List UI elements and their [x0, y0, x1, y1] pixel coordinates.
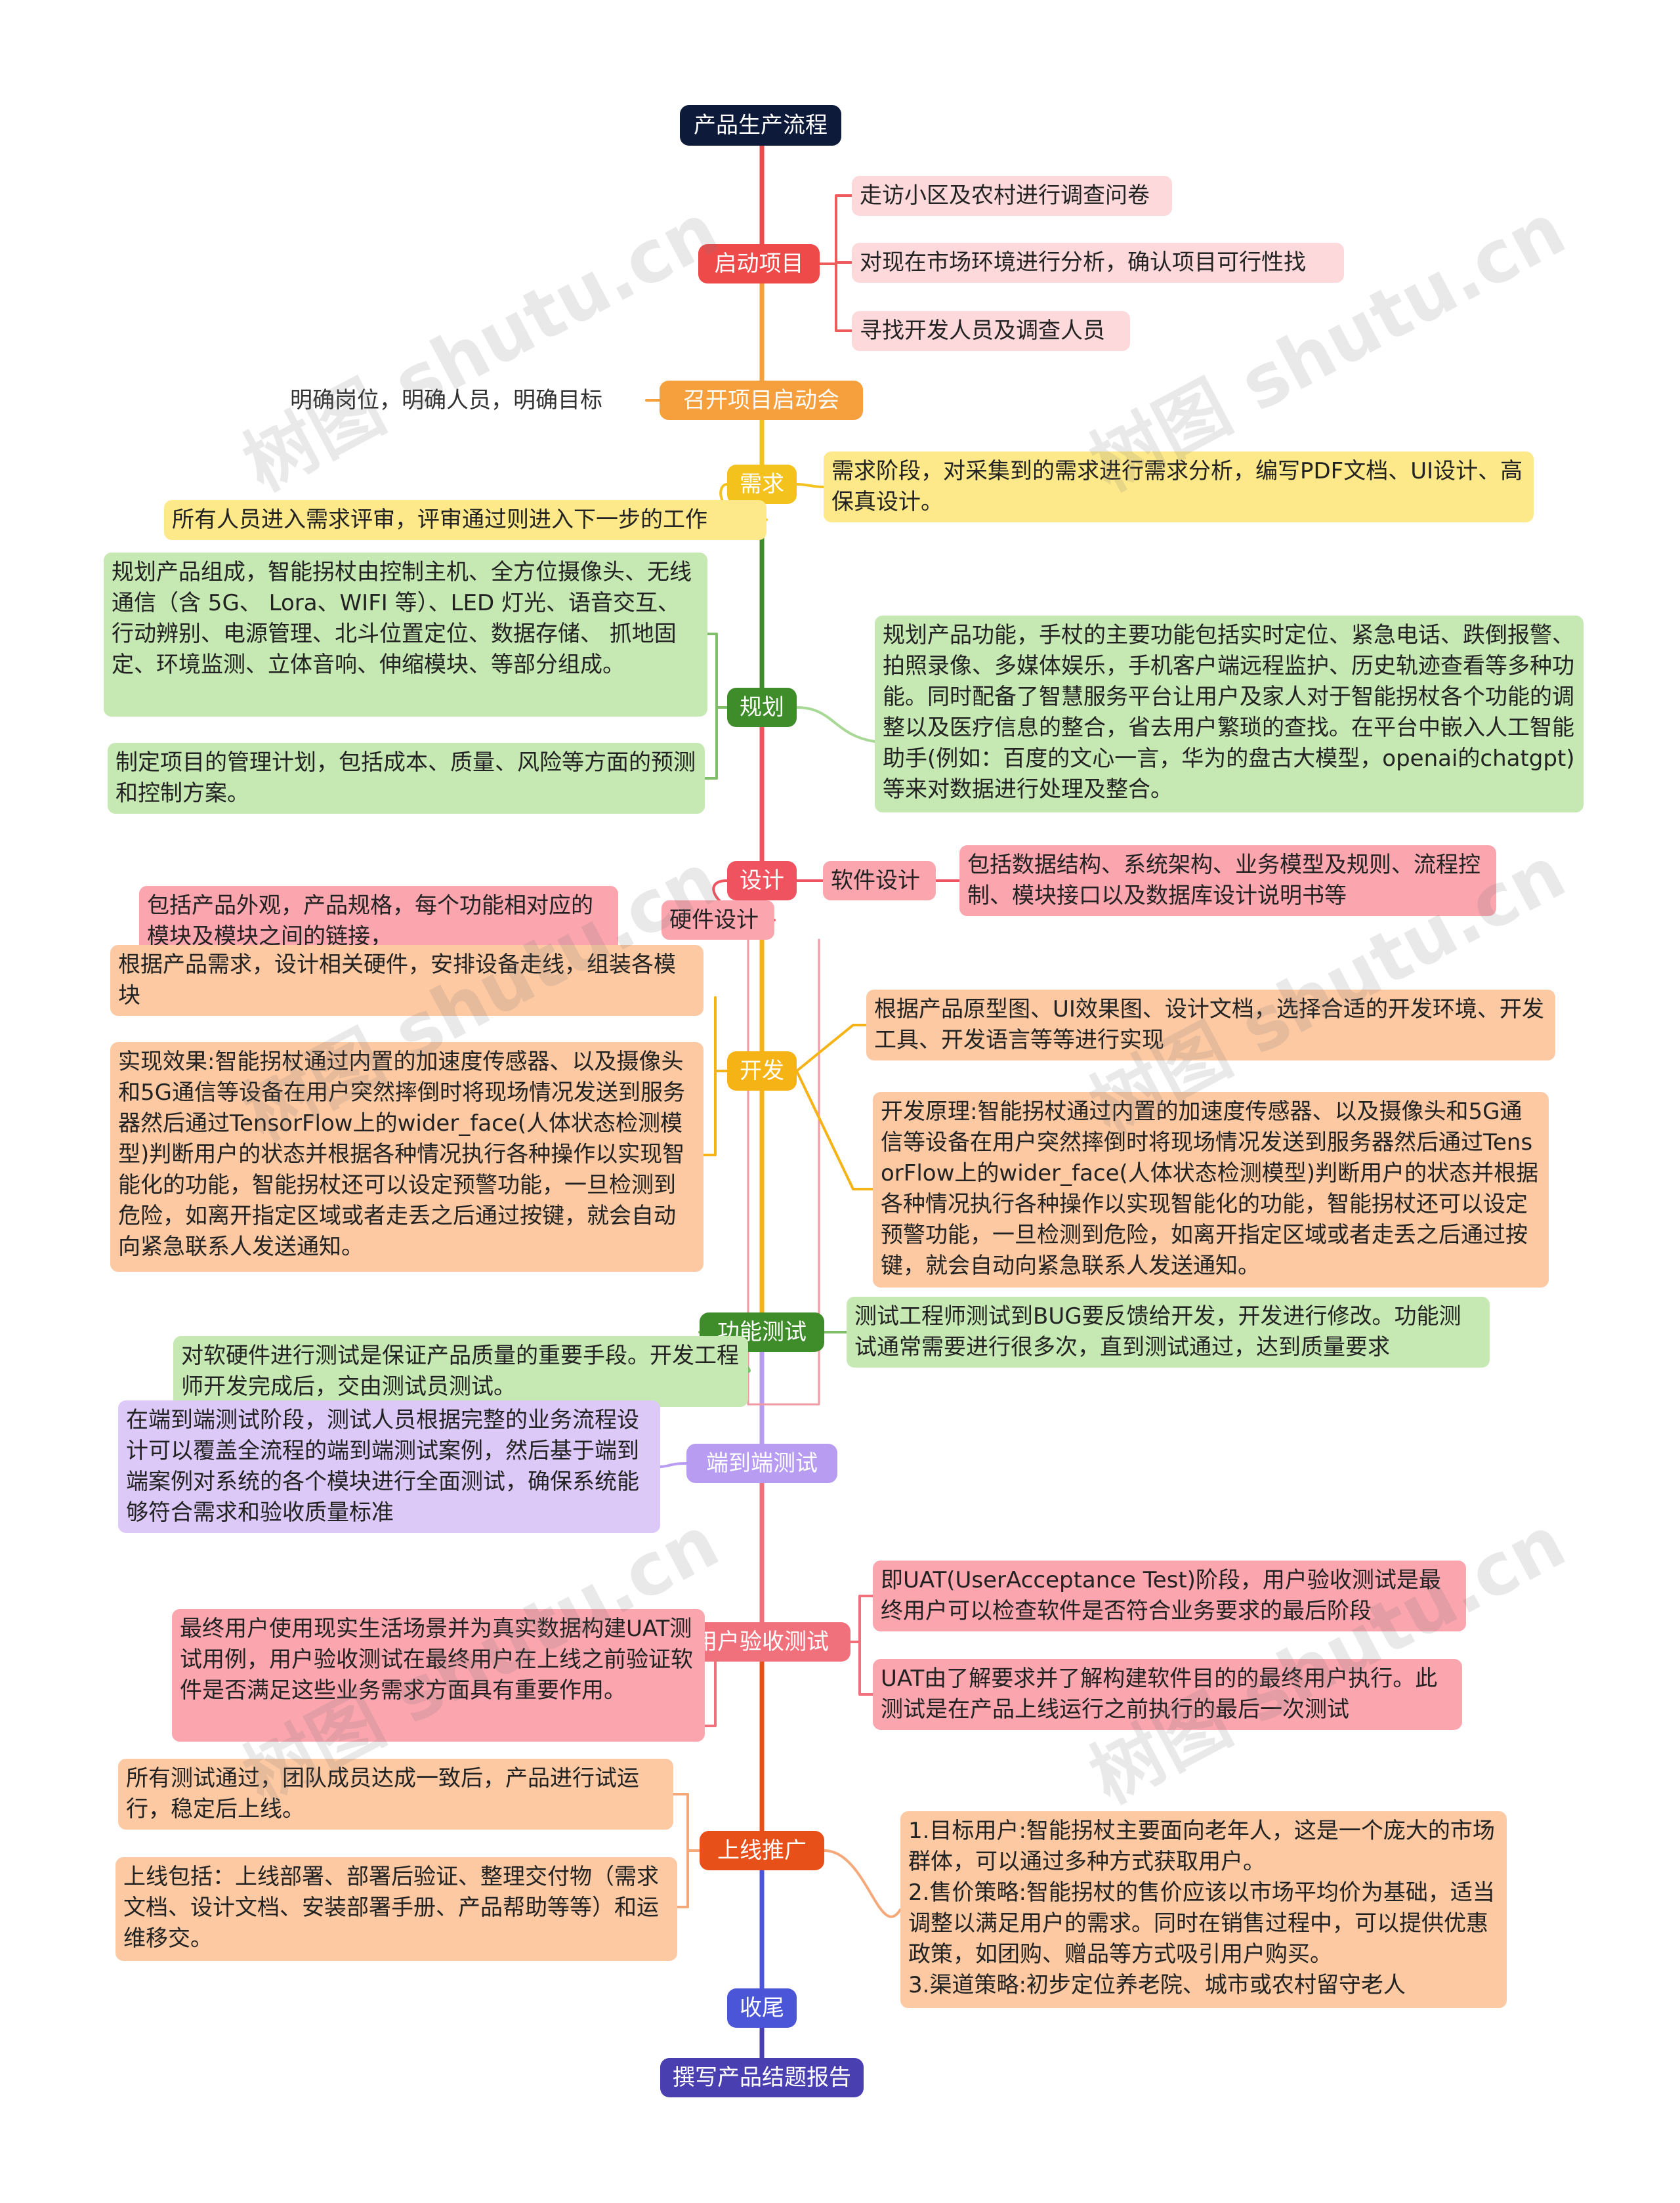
stage-e2e[interactable]: 端到端测试 — [686, 1444, 837, 1483]
plan-management-note[interactable]: 制定项目的管理计划，包括成本、质量、风险等方面的预测和控制方案。 — [108, 743, 705, 814]
launch-deploy-note[interactable]: 上线包括：上线部署、部署后验证、整理交付物（需求文档、设计文档、安装部署手册、产… — [116, 1857, 677, 1961]
stage-plan[interactable]: 规划 — [727, 688, 797, 727]
start-staff-note[interactable]: 寻找开发人员及调查人员 — [852, 311, 1130, 351]
dev-environment-note[interactable]: 根据产品原型图、UI效果图、设计文档，选择合适的开发环境、开发工具、开发语言等等… — [866, 990, 1555, 1060]
uat-usecase-note[interactable]: 最终用户使用现实生活场景并为真实数据构建UAT测试用例，用户验收测试在最终用户在… — [172, 1609, 705, 1742]
stage-req[interactable]: 需求 — [727, 465, 797, 504]
root-title[interactable]: 产品生产流程 — [680, 105, 841, 146]
stage-kickoff[interactable]: 召开项目启动会 — [660, 381, 863, 420]
functest-bug-note[interactable]: 测试工程师测试到BUG要反馈给开发，开发进行修改。功能测试通常需要进行很多次，直… — [847, 1297, 1490, 1368]
plan-bracket — [704, 633, 728, 780]
plan-link-right — [795, 706, 876, 743]
functest-purpose-note[interactable]: 对软硬件进行测试是保证产品质量的重要手段。开发工程师开发完成后，交由测试员测试。 — [173, 1336, 748, 1407]
design-software[interactable]: 软件设计 — [823, 861, 936, 900]
start-bracket — [818, 194, 853, 332]
e2e-link-left — [659, 1462, 688, 1468]
design-software-note[interactable]: 包括数据结构、系统架构、业务模型及规则、流程控制、模块接口以及数据库设计说明书等 — [959, 845, 1496, 916]
uat-stage-note[interactable]: 即UAT(UserAcceptance Test)阶段，用户验收测试是最终用户可… — [873, 1561, 1466, 1631]
start-market-note[interactable]: 对现在市场环境进行分析，确认项目可行性找 — [852, 243, 1344, 283]
req-review-note[interactable]: 所有人员进入需求评审，评审通过则进入下一步的工作 — [164, 500, 766, 540]
uat-enduser-note[interactable]: UAT由了解要求并了解构建软件目的的最终用户执行。此测试是在产品上线运行之前执行… — [873, 1659, 1462, 1730]
start-survey-note[interactable]: 走访小区及农村进行调查问卷 — [852, 176, 1172, 216]
final-report[interactable]: 撰写产品结题报告 — [660, 2058, 864, 2097]
dev-link-env — [795, 1024, 868, 1072]
e2e-note[interactable]: 在端到端测试阶段，测试人员根据完整的业务流程设计可以覆盖全流程的端到端测试案例，… — [118, 1400, 660, 1533]
design-hardware-note-2[interactable]: 根据产品需求，设计相关硬件，安排设备走线，组装各模块 — [110, 945, 704, 1016]
dev-effect-note[interactable]: 实现效果:智能拐杖通过内置的加速度传感器、以及摄像头和5G通信等设备在用户突然摔… — [110, 1042, 704, 1272]
plan-function-note[interactable]: 规划产品功能，手杖的主要功能包括实时定位、紧急电话、跌倒报警、拍照录像、多媒体娱… — [875, 616, 1584, 812]
plan-composition-note[interactable]: 规划产品组成，智能拐杖由控制主机、全方位摄像头、无线通信（含 5G、 Lora、… — [104, 553, 707, 717]
stage-close[interactable]: 收尾 — [727, 1988, 797, 2028]
launch-bracket-left — [672, 1793, 701, 1908]
launch-link-right — [823, 1849, 902, 1918]
design-hardware[interactable]: 硬件设计 — [662, 900, 774, 940]
launch-trial-note[interactable]: 所有测试通过，团队成员达成一致后，产品进行试运行，稳定后上线。 — [118, 1759, 673, 1830]
dev-bracket-left — [702, 996, 728, 1156]
design-hw-loop — [747, 938, 820, 1406]
kickoff-note[interactable]: 明确岗位，明确人员，明确目标 — [290, 387, 602, 413]
launch-strategy-note[interactable]: 1.目标用户:智能拐杖主要面向老年人，这是一个庞大的市场群体，可以通过多种方式获… — [900, 1811, 1507, 2008]
stage-launch[interactable]: 上线推广 — [700, 1831, 824, 1870]
req-analysis-note[interactable]: 需求阶段，对采集到的需求进行需求分析，编写PDF文档、UI设计、高保真设计。 — [824, 451, 1534, 522]
req-link-right — [795, 483, 825, 488]
stage-dev[interactable]: 开发 — [727, 1051, 797, 1091]
dev-principle-note[interactable]: 开发原理:智能拐杖通过内置的加速度传感器、以及摄像头和5G通信等设备在用户突然摔… — [873, 1092, 1549, 1288]
stage-design[interactable]: 设计 — [727, 861, 797, 900]
dev-link-principle — [795, 1070, 874, 1190]
uat-bracket-right — [849, 1595, 874, 1696]
stage-start[interactable]: 启动项目 — [698, 244, 820, 283]
